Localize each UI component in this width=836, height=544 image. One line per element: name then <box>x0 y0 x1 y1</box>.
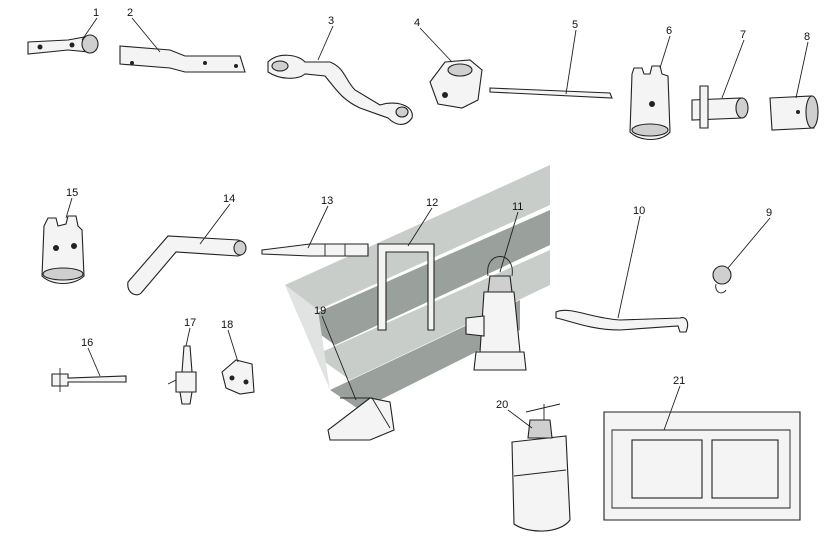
callout-number-14: 14 <box>223 193 235 205</box>
tool-10-pry-bar <box>555 309 689 333</box>
callout-2: 2 <box>127 7 161 53</box>
tool-11-hydraulic-jack <box>465 256 527 371</box>
callout-9: 9 <box>727 207 772 269</box>
callout-number-17: 17 <box>184 317 196 329</box>
tool-12-u-bar <box>377 243 435 331</box>
callout-number-6: 6 <box>666 25 672 37</box>
callout-number-12: 12 <box>426 197 438 209</box>
tool-17-nozzle <box>167 345 197 405</box>
tool-6-slotted-socket <box>629 65 671 141</box>
tool-16-valve-key <box>51 368 127 392</box>
tool-18-clamp <box>221 359 255 395</box>
callout-number-19: 19 <box>314 305 326 317</box>
callout-number-20: 20 <box>496 399 508 411</box>
callout-19: 19 <box>314 305 357 401</box>
callout-18: 18 <box>221 319 239 363</box>
callout-number-10: 10 <box>633 205 645 217</box>
callout-number-5: 5 <box>572 19 578 31</box>
callout-16: 16 <box>81 337 101 377</box>
tool-2-wrench <box>119 45 246 73</box>
callout-13: 13 <box>307 195 333 249</box>
callout-3: 3 <box>317 15 334 61</box>
callout-number-8: 8 <box>804 31 810 43</box>
tool-5-punch <box>489 87 613 99</box>
callout-number-15: 15 <box>66 187 78 199</box>
callout-number-1: 1 <box>93 7 99 19</box>
callout-17: 17 <box>184 317 196 347</box>
callout-number-21: 21 <box>673 375 685 387</box>
callout-11: 11 <box>499 201 523 273</box>
callout-number-13: 13 <box>321 195 333 207</box>
tool-3-offset-spanner <box>267 54 413 125</box>
tool-20-fire-extinguisher <box>511 403 571 532</box>
tool-14-crank-handle <box>127 235 247 296</box>
tool-19-wheel-chock <box>327 397 395 441</box>
callout-21: 21 <box>663 375 685 431</box>
callout-12: 12 <box>407 197 438 247</box>
callout-number-9: 9 <box>766 207 772 219</box>
callout-number-18: 18 <box>221 319 233 331</box>
callout-1: 1 <box>81 7 99 41</box>
callout-number-16: 16 <box>81 337 93 349</box>
callout-7: 7 <box>721 29 746 99</box>
tool-15-slotted-socket <box>41 215 85 285</box>
callout-number-4: 4 <box>414 17 420 29</box>
callout-number-3: 3 <box>328 15 334 27</box>
tool-4-hex-socket <box>429 59 483 109</box>
tool-8-sleeve <box>769 95 819 131</box>
tool-9-spring <box>712 265 732 294</box>
callout-10: 10 <box>617 205 645 319</box>
callout-number-11: 11 <box>512 201 523 213</box>
callout-4: 4 <box>414 17 453 63</box>
callout-14: 14 <box>199 193 235 245</box>
callout-6: 6 <box>659 25 672 69</box>
callout-number-2: 2 <box>127 7 133 19</box>
callout-20: 20 <box>496 399 533 429</box>
callout-8: 8 <box>795 31 810 99</box>
callout-5: 5 <box>565 19 578 95</box>
tool-21-warning-panel <box>603 411 801 521</box>
tool-1-box-spanner <box>27 34 99 55</box>
callout-number-7: 7 <box>740 29 746 41</box>
tool-13-screwdriver <box>261 243 369 257</box>
callout-15: 15 <box>65 187 78 219</box>
tool-7-t-key <box>691 85 749 129</box>
